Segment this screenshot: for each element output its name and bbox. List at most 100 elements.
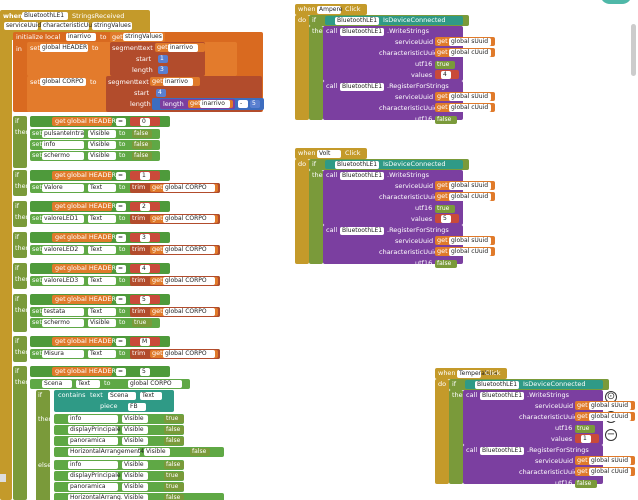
values-string[interactable]: 4	[441, 70, 451, 79]
property-dropdown[interactable]: Text	[88, 184, 116, 192]
if-block[interactable]	[13, 366, 27, 500]
ble-dropdown[interactable]: BluetoothLE1	[335, 160, 379, 169]
ble-dropdown[interactable]: BluetoothLE1	[340, 27, 384, 36]
eq-op[interactable]: =	[116, 337, 126, 346]
corpo-var[interactable]: global CORPO	[163, 184, 215, 192]
component-dropdown[interactable]: displayPrincipale	[68, 472, 121, 480]
component-dropdown[interactable]: Scena	[42, 380, 72, 388]
ble-dropdown[interactable]: BluetoothLE1	[480, 446, 524, 455]
eq-op[interactable]: =	[116, 264, 126, 273]
string-value[interactable]: 4	[140, 264, 150, 273]
string-value[interactable]: 5	[140, 295, 150, 304]
cuuid-var[interactable]: global cUuid	[449, 248, 491, 256]
utf16-true[interactable]: true	[575, 424, 595, 433]
corpo-var[interactable]: global CORPO	[128, 380, 182, 388]
utf16-false[interactable]: false	[435, 115, 457, 124]
corpo-var[interactable]: global CORPO	[163, 215, 215, 223]
property-dropdown[interactable]: Visible	[88, 141, 116, 149]
if-block[interactable]	[13, 294, 27, 332]
string-value[interactable]: 2	[140, 202, 150, 211]
set-property-block[interactable]	[54, 482, 184, 492]
component-dropdown[interactable]: valoreLED3	[42, 277, 84, 285]
get-header-block[interactable]	[52, 367, 112, 376]
eq-op[interactable]: =	[116, 117, 126, 126]
set-property-block[interactable]	[54, 425, 184, 435]
string-value[interactable]: 0	[140, 117, 150, 126]
ble-dropdown[interactable]: BluetoothLE1	[340, 82, 384, 91]
component-dropdown[interactable]: Volt	[317, 149, 341, 158]
component-dropdown[interactable]: info	[68, 415, 118, 423]
values-string[interactable]: 5	[441, 214, 451, 223]
set-var-dropdown[interactable]: global HEADER	[40, 44, 88, 52]
component-dropdown[interactable]: schermo	[42, 152, 84, 160]
piece-value[interactable]: FB	[128, 403, 146, 411]
property-dropdown[interactable]: Visible	[144, 448, 170, 456]
boolean-value[interactable]: true	[164, 483, 184, 491]
param-serviceuuid[interactable]: serviceUuid	[4, 22, 42, 30]
component-dropdown[interactable]: HorizontalArrangement4	[68, 448, 145, 456]
get-header-block[interactable]	[52, 233, 112, 242]
nested-if-block[interactable]	[36, 390, 50, 500]
ble-dropdown[interactable]: BluetoothLE1	[335, 16, 379, 25]
suuid-var[interactable]: global sUuid	[449, 38, 491, 46]
set-property-block[interactable]	[54, 436, 184, 446]
ble-dropdown[interactable]: BluetoothLE1	[480, 391, 524, 400]
component-dropdown[interactable]: valoreLED2	[42, 246, 84, 254]
set-property-block[interactable]	[30, 307, 220, 317]
suuid-var[interactable]: global sUuid	[449, 93, 491, 101]
eq-op[interactable]: =	[116, 367, 126, 376]
cuuid-var[interactable]: global cUuid	[589, 413, 631, 421]
boolean-value[interactable]: false	[164, 461, 184, 469]
component-dropdown[interactable]: info	[68, 461, 118, 469]
corpo-var[interactable]: global CORPO	[163, 277, 215, 285]
cuuid-var[interactable]: global cUuid	[449, 193, 491, 201]
boolean-value[interactable]: true	[132, 319, 152, 327]
set-property-block[interactable]	[54, 471, 184, 481]
string-value[interactable]: M	[140, 337, 150, 346]
minus-number[interactable]: 5	[250, 100, 260, 108]
property-dropdown[interactable]: Visible	[122, 437, 148, 445]
property-dropdown[interactable]: Text	[88, 350, 116, 358]
property-dropdown[interactable]: Visible	[88, 130, 116, 138]
suuid-var[interactable]: global sUuid	[589, 402, 631, 410]
cuuid-var[interactable]: global cUuid	[449, 49, 491, 57]
start-number[interactable]: 1	[158, 55, 168, 63]
ble-dropdown[interactable]: BluetoothLE1	[340, 226, 384, 235]
var-inarrivo[interactable]: inarrivo	[163, 78, 193, 86]
if-block[interactable]	[13, 336, 27, 362]
component-dropdown[interactable]: info	[42, 141, 84, 149]
boolean-value[interactable]: false	[132, 152, 152, 160]
property-dropdown[interactable]: Visible	[88, 319, 116, 327]
component-dropdown[interactable]: testata	[42, 308, 84, 316]
param-stringvalues[interactable]: stringValues	[92, 22, 132, 30]
eq-op[interactable]: =	[116, 171, 126, 180]
utf16-true[interactable]: true	[435, 204, 455, 213]
ble-connected-block[interactable]	[325, 160, 463, 169]
set-property-block[interactable]	[30, 214, 220, 224]
cuuid-var[interactable]: global cUuid	[449, 104, 491, 112]
suuid-var[interactable]: global sUuid	[449, 182, 491, 190]
component-dropdown[interactable]: panoramica	[68, 437, 118, 445]
local-var-name[interactable]: inarrivo	[66, 33, 96, 41]
corpo-var[interactable]: global CORPO	[163, 308, 215, 316]
get-header-block[interactable]	[52, 337, 112, 346]
utf16-false[interactable]: false	[575, 479, 597, 488]
set-property-block[interactable]	[54, 460, 184, 470]
get-header-block[interactable]	[52, 295, 112, 304]
scena-dropdown[interactable]: Scena	[108, 392, 136, 400]
boolean-value[interactable]: false	[132, 130, 152, 138]
boolean-value[interactable]: false	[164, 494, 184, 500]
property-dropdown[interactable]: Visible	[122, 494, 148, 500]
ble-dropdown[interactable]: BluetoothLE1	[475, 380, 519, 389]
get-header-block[interactable]	[52, 202, 112, 211]
minus-op[interactable]: -	[238, 100, 248, 108]
component-dropdown[interactable]: HorizontalArrang...	[68, 494, 127, 500]
component-dropdown[interactable]: pulsanteIntra	[42, 130, 84, 138]
property-dropdown[interactable]: Visible	[122, 415, 148, 423]
zoom-out-button[interactable]: −	[605, 429, 617, 441]
set-property-block[interactable]	[54, 414, 184, 424]
set-scena-block[interactable]	[30, 379, 190, 389]
property-dropdown[interactable]: Text	[88, 308, 116, 316]
component-dropdown[interactable]: BluetoothLE1	[22, 12, 68, 20]
